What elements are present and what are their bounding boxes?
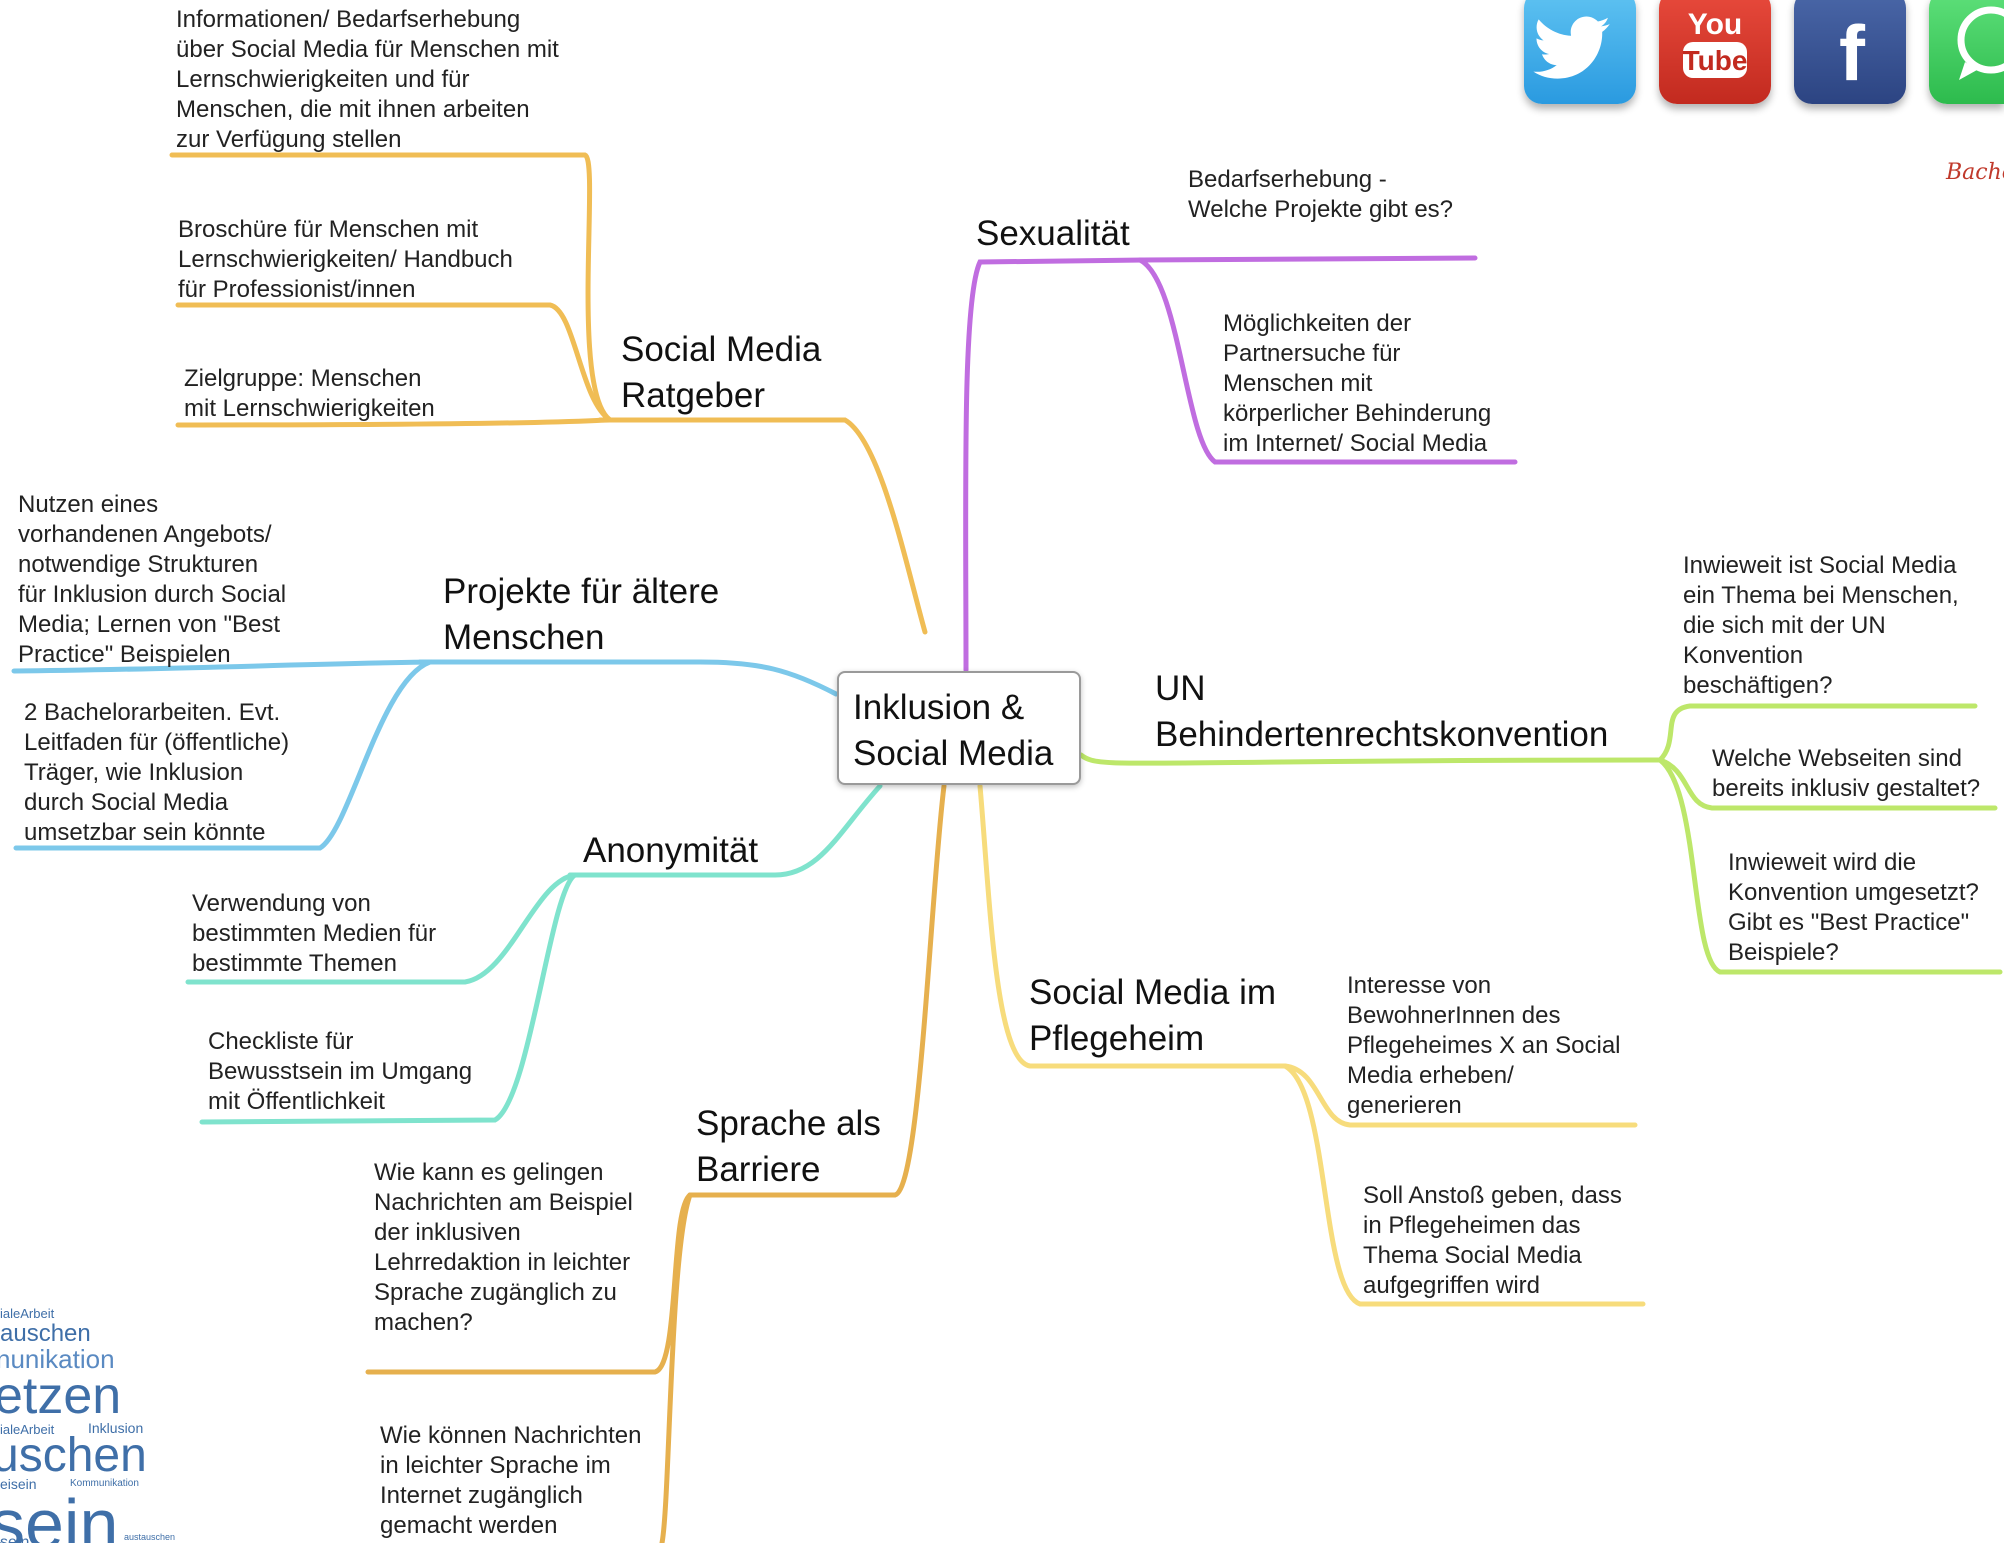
leaf-un-webseiten[interactable]: Welche Webseiten sind bereits inklusiv g… — [1712, 745, 1981, 802]
link-anonymitaet-leaf-1 — [185, 872, 578, 985]
branch-sprache-barriere[interactable]: Sprache als Barriere — [696, 1104, 881, 1189]
word-cloud-word: sein — [0, 1485, 119, 1543]
word-cloud-word: austauschen — [124, 1532, 176, 1542]
leaf-un-umgesetzt[interactable]: Inwieweit wird die Konvention umgesetzt?… — [1728, 849, 1979, 966]
word-cloud-word: Kommunikation — [70, 1478, 139, 1489]
leaf-projekte-bachelorarbeiten[interactable]: 2 Bachelorarbeiten. Evt. Leitfaden für (… — [24, 699, 290, 846]
link-center-anonymitaet — [567, 783, 883, 878]
youtube-icon-text-bottom: Tube — [1683, 45, 1748, 76]
leaf-anonymitaet-checkliste[interactable]: Checkliste für Bewusstsein im Umgang mit… — [208, 1028, 473, 1115]
link-anonymitaet-leaf-2 — [199, 872, 578, 1125]
leaf-sprache-lehrredaktion[interactable]: Wie kann es gelingen Nachrichten am Beis… — [374, 1159, 633, 1336]
link-ratgeber-leaf-1 — [169, 152, 613, 423]
link-pflegeheim-leaf-1 — [1282, 1063, 1638, 1128]
branch-sexualitaet[interactable]: Sexualität — [976, 214, 1130, 253]
link-projekte-leaf-1 — [11, 659, 433, 674]
link-sexualitaet-leaf-1 — [1137, 255, 1478, 263]
link-projekte-leaf-2 — [13, 659, 433, 851]
leaf-anonymitaet-verwendung[interactable]: Verwendung von bestimmten Medien für bes… — [192, 890, 437, 977]
link-center-projekte — [417, 659, 839, 697]
link-ratgeber-leaf-2 — [175, 302, 613, 423]
word-cloud-image: ialeArbeit auschen nunikation etzen iale… — [0, 1300, 200, 1543]
word-cloud-word: ialeArbeit — [0, 1306, 55, 1321]
link-center-sexualitaet — [963, 257, 1148, 673]
word-cloud-word: auschen — [0, 1320, 91, 1347]
leaf-sexualitaet-partnersuche[interactable]: Möglichkeiten der Partnersuche für Mensc… — [1223, 310, 1492, 457]
whatsapp-icon[interactable] — [1929, 0, 2004, 104]
link-sprache-leaf-2 — [659, 1192, 693, 1543]
word-cloud-word: etzen — [0, 1367, 122, 1425]
branch-un-konvention[interactable]: UN Behindertenrechtskonvention — [1155, 669, 1609, 754]
word-cloud-word: eisein — [0, 1476, 37, 1492]
link-un-leaf-3 — [1657, 757, 2003, 975]
twitter-icon[interactable] — [1524, 0, 1636, 104]
leaf-ratgeber-informationen[interactable]: Informationen/ Bedarfserhebung über Soci… — [176, 6, 559, 153]
leaf-sexualitaet-bedarfserhebung[interactable]: Bedarfserhebung - Welche Projekte gibt e… — [1188, 166, 1454, 223]
youtube-icon[interactable]: You Tube — [1659, 0, 1771, 104]
facebook-icon[interactable]: f — [1794, 0, 1906, 104]
branch-projekte-aeltere[interactable]: Projekte für ältere Menschen — [443, 572, 720, 657]
link-un-leaf-1 — [1657, 703, 1978, 763]
link-ratgeber-leaf-3 — [175, 417, 613, 428]
facebook-icon-letter: f — [1839, 9, 1866, 97]
leaf-projekte-nutzen[interactable]: Nutzen eines vorhandenen Angebots/ notwe… — [18, 491, 287, 668]
leaf-pflegeheim-anstoss[interactable]: Soll Anstoß geben, dass in Pflegeheimen … — [1363, 1182, 1622, 1299]
branch-anonymitaet[interactable]: Anonymität — [583, 831, 759, 870]
branch-social-media-ratgeber[interactable]: Social Media Ratgeber — [621, 330, 822, 415]
link-center-un — [1078, 752, 1663, 766]
leaf-ratgeber-zielgruppe[interactable]: Zielgruppe: Menschen mit Lernschwierigke… — [184, 365, 435, 422]
word-cloud-word: Inklusion — [88, 1420, 144, 1436]
partial-title-text: Bache — [1946, 160, 2004, 185]
link-center-pflegeheim — [977, 783, 1288, 1069]
leaf-ratgeber-broschuere[interactable]: Broschüre für Menschen mit Lernschwierig… — [178, 216, 513, 303]
leaf-sprache-internet[interactable]: Wie können Nachrichten in leichter Sprac… — [380, 1422, 642, 1539]
link-center-ratgeber — [597, 417, 928, 635]
word-cloud-word: uschen — [0, 1429, 147, 1482]
word-cloud-word: ialeArbeit — [0, 1422, 55, 1437]
leaf-pflegeheim-interesse[interactable]: Interesse von BewohnerInnen des Pflegehe… — [1347, 972, 1621, 1119]
central-topic[interactable]: Inklusion & Social Media — [837, 671, 1081, 785]
link-sexualitaet-leaf-2 — [1137, 257, 1518, 465]
link-un-leaf-2 — [1657, 757, 1998, 811]
word-cloud-word: sein — [0, 1534, 30, 1543]
word-cloud-word: nunikation — [0, 1344, 115, 1374]
link-pflegeheim-leaf-2 — [1282, 1063, 1646, 1307]
youtube-icon-text-top: You — [1688, 8, 1742, 41]
link-center-sprache — [687, 783, 947, 1198]
branch-pflegeheim[interactable]: Social Media im Pflegeheim — [1029, 973, 1277, 1058]
leaf-un-thema[interactable]: Inwieweit ist Social Media ein Thema bei… — [1683, 552, 1959, 699]
